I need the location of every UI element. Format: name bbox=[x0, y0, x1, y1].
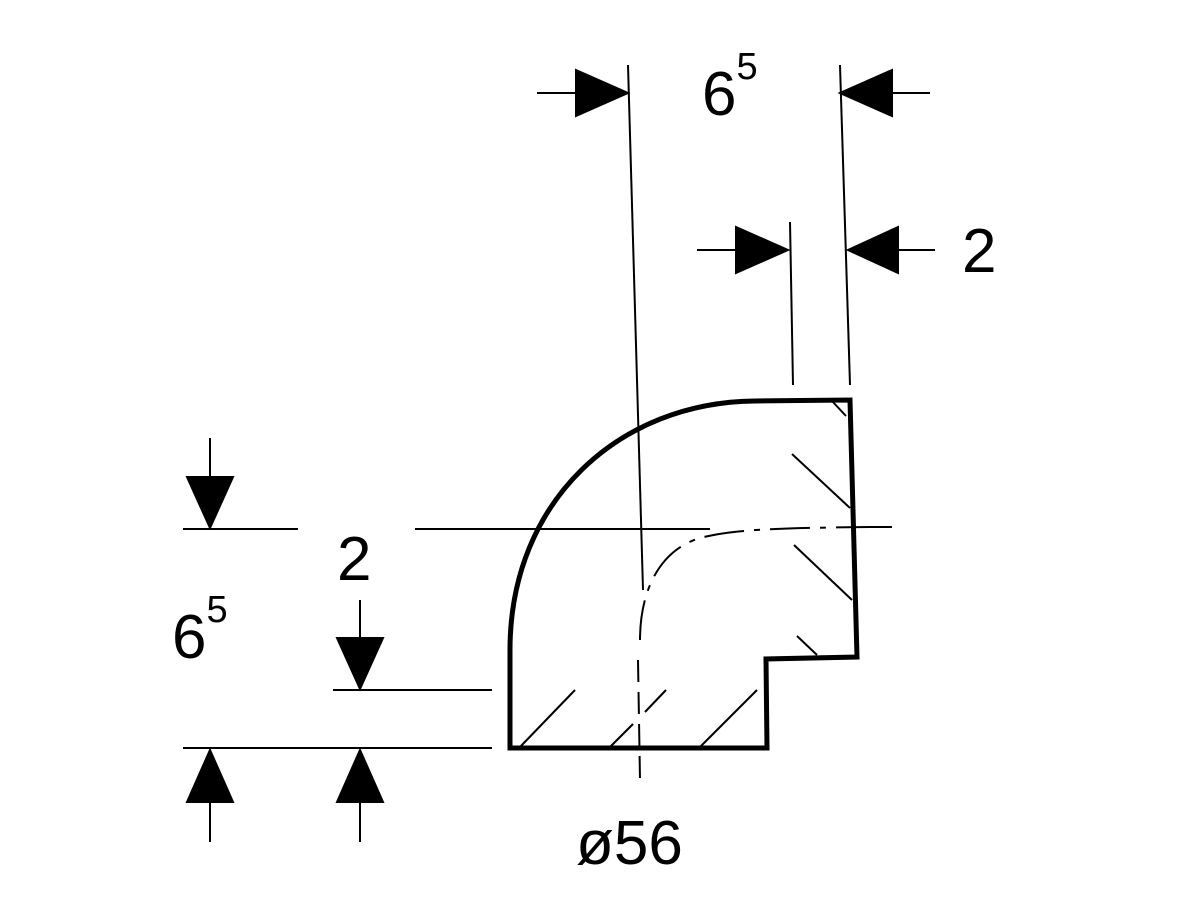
arrow-up-icon bbox=[185, 747, 235, 803]
extension-lines bbox=[183, 64, 851, 749]
dimension-arrows bbox=[185, 68, 935, 842]
arrow-left-icon bbox=[837, 68, 893, 118]
centerlines bbox=[637, 526, 892, 781]
arrow-left-icon bbox=[845, 225, 899, 275]
section-hatching bbox=[519, 400, 853, 748]
dim-top-inner: 2 bbox=[962, 217, 996, 286]
dim-left-total: 65 bbox=[172, 589, 228, 672]
arrow-right-icon bbox=[575, 68, 631, 118]
elbow-outline bbox=[507, 397, 860, 751]
dim-diameter: ø56 bbox=[576, 809, 683, 878]
dim-left-inner: 2 bbox=[337, 525, 371, 594]
dim-top-total: 65 bbox=[702, 46, 758, 129]
arrow-up-icon bbox=[335, 747, 385, 803]
arrow-down-icon bbox=[335, 637, 385, 692]
arrow-right-icon bbox=[735, 225, 791, 275]
arrow-down-icon bbox=[185, 476, 235, 531]
